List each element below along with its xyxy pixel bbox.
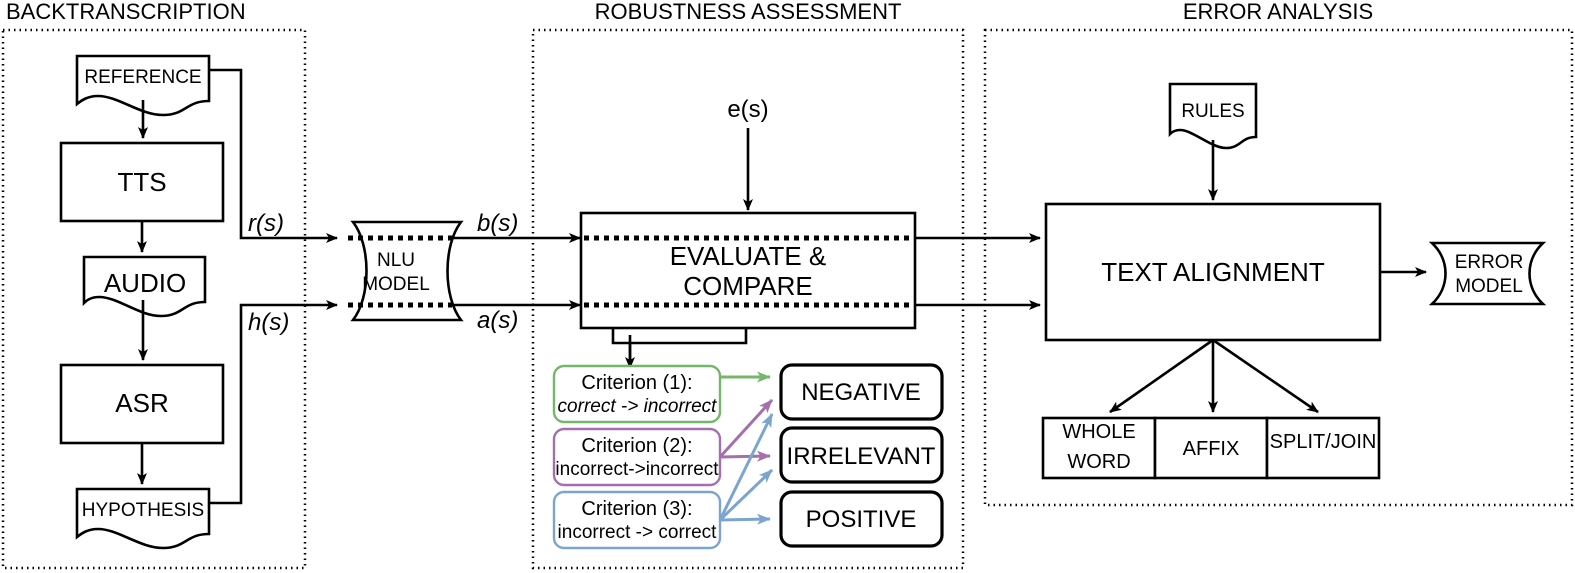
text-alignment-block: TEXT ALIGNMENT <box>1044 202 1382 342</box>
arrow-criterion2-irrelevant <box>719 450 771 462</box>
error-model-line1: ERROR <box>1455 252 1524 273</box>
arrow-criterion3-positive <box>719 513 771 525</box>
signal-r-label: r(s) <box>248 210 284 237</box>
nlu-line1: NLU <box>377 250 415 271</box>
panel-border-backtranscription <box>1 28 307 570</box>
panel-title-text: BACKTRANSCRIPTION <box>6 0 246 24</box>
panel-title-text: ROBUSTNESS ASSESSMENT <box>595 0 902 24</box>
criterion-1-title: Criterion (1): <box>581 372 692 394</box>
arrow-criterion3-negative <box>718 413 774 521</box>
affix-label: AFFIX <box>1183 438 1240 460</box>
whole-word-line2: WORD <box>1067 451 1130 473</box>
outcome-box-positive[interactable]: POSITIVE <box>779 490 944 548</box>
signal-b-label: b(s) <box>477 210 518 237</box>
hypothesis-label: HYPOTHESIS <box>82 500 204 521</box>
criterion-3-rule: incorrect -> correct <box>558 522 718 543</box>
rules-label: RULES <box>1181 101 1244 122</box>
evaluate-line2: COMPARE <box>683 271 813 301</box>
outcome-irrelevant-label: IRRELEVANT <box>787 443 936 470</box>
panel-border-robustness <box>531 28 965 570</box>
signal-a-label: a(s) <box>477 307 518 334</box>
error-model-line2: MODEL <box>1455 276 1523 297</box>
whole-word-line1: WHOLE <box>1062 421 1135 443</box>
text-alignment-label: TEXT ALIGNMENT <box>1101 257 1325 287</box>
arrow-criterion3-irrelevant <box>718 468 774 522</box>
outcome-box-irrelevant[interactable]: IRRELEVANT <box>779 426 944 484</box>
reference-document: REFERENCE <box>75 54 211 117</box>
nlu-model-block: NLU MODEL <box>350 220 464 322</box>
reference-label: REFERENCE <box>84 67 201 88</box>
arrow-alignment-to-whole-word <box>1109 338 1214 414</box>
audio-document: AUDIO <box>82 255 207 318</box>
criterion-1-rule: correct -> incorrect <box>558 396 718 417</box>
signal-r-path <box>209 68 338 243</box>
evaluate-compare-block: EVALUATE & COMPARE <box>579 211 917 330</box>
tts-block: TTS <box>59 141 225 223</box>
outcome-box-negative[interactable]: NEGATIVE <box>779 363 944 421</box>
arrow-alignment-to-split-join <box>1212 338 1319 414</box>
outcome-positive-label: POSITIVE <box>806 506 917 533</box>
panel-title-error-analysis: ERROR ANALYSIS <box>1183 0 1373 24</box>
signal-e-label: e(s) <box>727 96 768 123</box>
error-model-block: ERROR MODEL <box>1428 241 1547 306</box>
panel-border-error-analysis <box>983 28 1574 507</box>
panel-title-text: ERROR ANALYSIS <box>1183 0 1373 24</box>
audio-label: AUDIO <box>104 268 186 298</box>
evaluate-line1: EVALUATE & <box>670 241 827 271</box>
outcome-negative-label: NEGATIVE <box>801 379 921 406</box>
criterion-box-3[interactable]: Criterion (3): incorrect -> correct <box>552 490 722 550</box>
split-join-label: SPLIT/JOIN <box>1270 431 1377 453</box>
criterion-3-title: Criterion (3): <box>581 498 692 520</box>
error-category-affix[interactable]: AFFIX <box>1153 416 1269 480</box>
criterion-box-1[interactable]: Criterion (1): correct -> incorrect <box>552 364 722 424</box>
asr-block: ASR <box>59 363 225 445</box>
panel-title-backtranscription: BACKTRANSCRIPTION <box>6 0 246 24</box>
criterion-box-2[interactable]: Criterion (2): incorrect->incorrect <box>552 427 722 487</box>
arrow-criterion2-negative <box>718 398 774 459</box>
signal-h-path <box>209 300 338 505</box>
rules-document: RULES <box>1168 82 1258 150</box>
asr-label: ASR <box>115 388 168 418</box>
criterion-2-title: Criterion (2): <box>581 435 692 457</box>
nlu-line2: MODEL <box>362 274 430 295</box>
error-category-whole-word[interactable]: WHOLE WORD <box>1041 416 1157 480</box>
evaluate-to-criteria-connector <box>611 328 748 363</box>
signal-h-label: h(s) <box>248 309 289 336</box>
tts-label: TTS <box>117 167 166 197</box>
panel-title-robustness: ROBUSTNESS ASSESSMENT <box>595 0 902 24</box>
criterion-2-rule: incorrect->incorrect <box>555 459 719 480</box>
error-category-split-join[interactable]: SPLIT/JOIN <box>1265 416 1381 480</box>
hypothesis-document: HYPOTHESIS <box>75 487 211 550</box>
